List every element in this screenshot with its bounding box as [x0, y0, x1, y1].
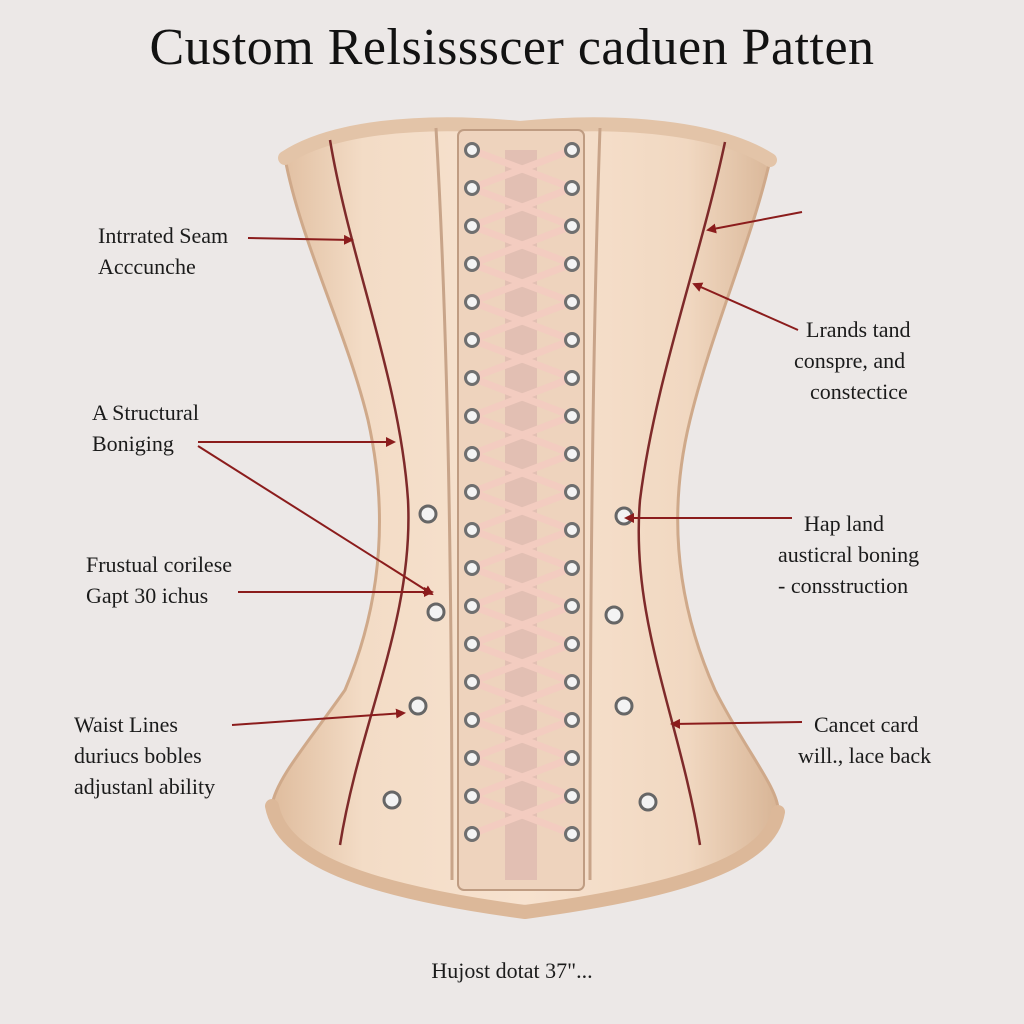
label-frustual-line-2: Gapt 30 ichus — [86, 583, 209, 608]
eyelet — [464, 636, 480, 652]
eyelet — [564, 826, 580, 842]
label-hap: Hap land austicral boning - consstructio… — [778, 508, 919, 601]
eyelet — [464, 256, 480, 272]
eyelet — [464, 560, 480, 576]
annotation-arrows — [197, 211, 803, 729]
eyelet — [564, 370, 580, 386]
label-structural-line-1: A Structural — [92, 400, 199, 425]
lace-cord — [468, 146, 576, 192]
lace-cord — [468, 450, 576, 496]
eyelet — [564, 408, 580, 424]
eyelet — [464, 788, 480, 804]
eyelet — [564, 522, 580, 538]
eyelet — [564, 674, 580, 690]
label-lands-line-2: conspre, and — [794, 348, 906, 373]
lace-cord — [468, 526, 576, 572]
lace-cord — [468, 184, 576, 230]
eyelet — [464, 446, 480, 462]
eyelet — [564, 256, 580, 272]
eyelet — [464, 408, 480, 424]
eyelet — [564, 636, 580, 652]
label-frustual: Frustual corilese Gapt 30 ichus — [86, 549, 232, 611]
lace-cord — [468, 488, 576, 534]
lace-cord — [468, 716, 576, 762]
lace-cord — [468, 260, 576, 306]
label-seam-line-2: Acccunche — [98, 254, 196, 279]
arrow-cancet — [670, 718, 803, 729]
eyelet — [464, 484, 480, 500]
eyelet — [464, 522, 480, 538]
eyelet — [464, 674, 480, 690]
label-seam-line-1: Intrrated Seam — [98, 223, 229, 248]
arrow-lands-b — [692, 282, 799, 331]
eyelet — [464, 712, 480, 728]
lace-cord — [468, 602, 576, 648]
arrow-waist — [231, 708, 406, 726]
eyelet — [564, 560, 580, 576]
eyelet — [564, 180, 580, 196]
label-frustual-line-1: Frustual corilese — [86, 552, 233, 577]
label-cancet-line-2: will., lace back — [798, 743, 932, 768]
lace-cord — [468, 640, 576, 686]
eyelet — [464, 750, 480, 766]
eyelet — [464, 180, 480, 196]
side-eyelets — [382, 504, 658, 812]
eyelet — [464, 332, 480, 348]
label-waist-line-2: duriucs bobles — [74, 743, 202, 768]
label-hap-line-1: Hap land — [804, 511, 885, 536]
label-lands-line-3: constectice — [810, 379, 908, 404]
label-waist-line-1: Waist Lines — [74, 712, 178, 737]
eyelet — [464, 142, 480, 158]
eyelet — [564, 294, 580, 310]
right-outer-seam — [637, 141, 727, 846]
eyelet — [564, 142, 580, 158]
arrow-lands-a — [706, 211, 803, 234]
label-waist: Waist Lines duriucs bobles adjustanl abi… — [74, 709, 215, 802]
arrow-seam — [247, 234, 354, 245]
eyelet — [464, 370, 480, 386]
label-seam: Intrrated Seam Acccunche — [98, 220, 228, 282]
right-inner-seam — [588, 127, 602, 881]
lace-cord — [468, 298, 576, 344]
arrow-structural-b — [197, 445, 434, 596]
eyelet — [464, 294, 480, 310]
lace-cord — [468, 336, 576, 382]
lace-cord — [468, 412, 576, 458]
eyelet — [564, 712, 580, 728]
label-lands-line-1: Lrands tand — [806, 317, 911, 342]
label-structural-line-2: Boniging — [92, 431, 174, 456]
lace-cord — [468, 222, 576, 268]
diagram-title: Custom Relsissscer caduen Patten — [149, 19, 875, 76]
lace-cord — [468, 754, 576, 800]
label-cancet-line-1: Cancet card — [814, 712, 919, 737]
label-hap-line-3: - consstruction — [778, 573, 909, 598]
eyelet — [564, 446, 580, 462]
lacing-group — [464, 142, 580, 842]
eyelet — [564, 484, 580, 500]
eyelet — [564, 218, 580, 234]
eyelet — [564, 332, 580, 348]
eyelet — [464, 826, 480, 842]
eyelet — [564, 598, 580, 614]
eyelet — [464, 598, 480, 614]
bottom-binding — [265, 799, 785, 920]
label-hap-line-2: austicral boning — [778, 542, 920, 567]
footnote: Hujost dotat 37"... — [431, 958, 593, 983]
lace-cord — [468, 678, 576, 724]
top-binding — [278, 117, 777, 167]
eyelet — [464, 218, 480, 234]
label-cancet: Cancet card will., lace back — [798, 709, 931, 771]
eyelet — [564, 750, 580, 766]
lace-cord — [468, 792, 576, 838]
label-waist-line-3: adjustanl ability — [74, 774, 216, 799]
left-inner-seam — [434, 127, 454, 881]
left-outer-seam — [328, 139, 410, 846]
label-lands: Lrands tand conspre, and constectice — [794, 314, 910, 407]
lace-cord — [468, 564, 576, 610]
label-structural: A Structural Boniging — [92, 397, 199, 459]
eyelet — [564, 788, 580, 804]
lace-cord — [468, 374, 576, 420]
